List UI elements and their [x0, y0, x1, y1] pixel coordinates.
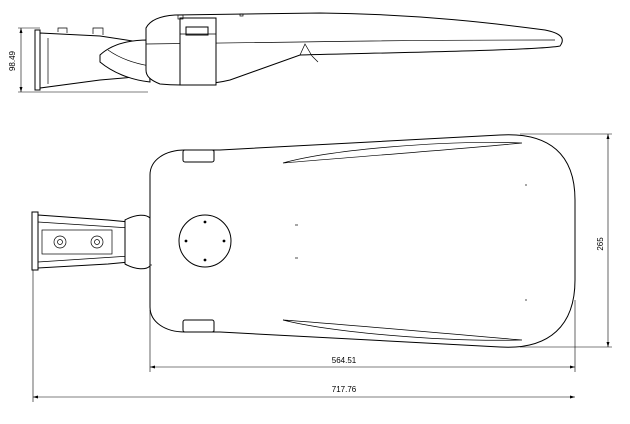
dimension-body-length: 564.51: [149, 300, 576, 372]
body-length-label: 564.51: [332, 356, 357, 365]
width-label: 265: [596, 237, 605, 251]
top-view: [31, 134, 576, 348]
dimension-overall-length: 717.76: [32, 270, 575, 402]
side-height-label: 98.49: [8, 50, 17, 71]
side-view: [34, 12, 563, 91]
dimension-side-height: 98.49: [8, 27, 148, 93]
overall-length-label: 717.76: [332, 385, 357, 394]
dimension-width: 265: [520, 133, 612, 348]
